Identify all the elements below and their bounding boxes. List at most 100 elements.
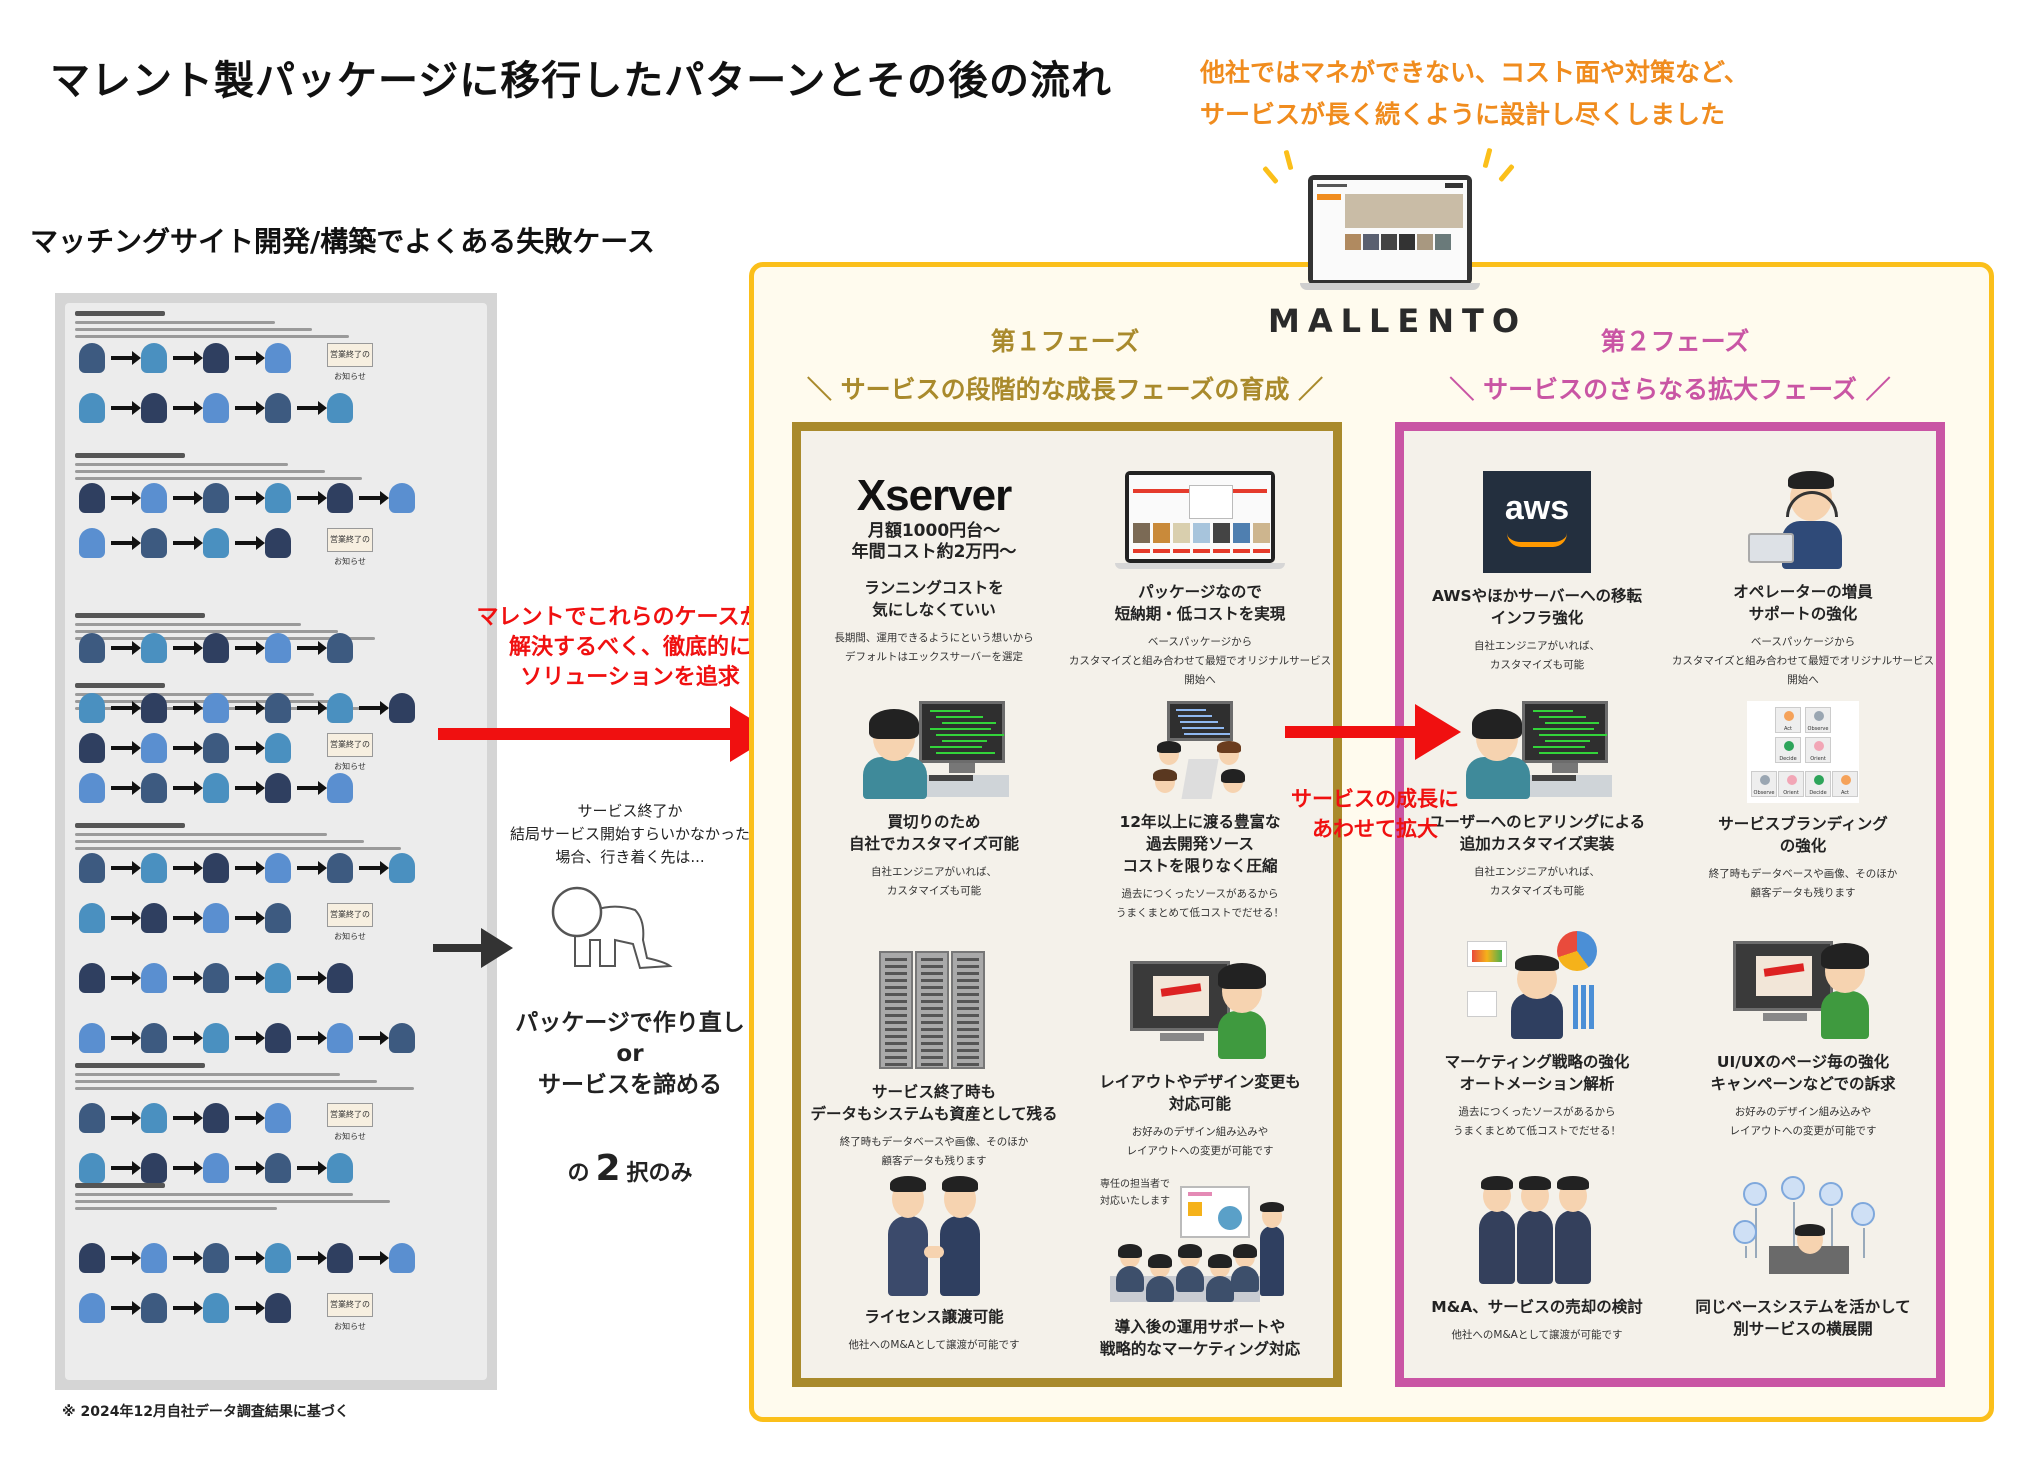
- xserver-price-line: 年間コスト約2万円〜: [851, 542, 1017, 562]
- mini-illustration: [203, 733, 229, 763]
- mini-illustration: [203, 1243, 229, 1273]
- designer-icon: [1733, 931, 1873, 1041]
- solution-line: 解決するべく、徹底的に: [508, 635, 751, 660]
- mini-illustration: [203, 1293, 229, 1323]
- feature-title: ライセンス譲渡可能: [801, 1306, 1067, 1328]
- mini-text-line: [75, 321, 275, 324]
- feature-description: お好みのデザイン組み込みやレイアウトへの変更が可能です: [1067, 1123, 1333, 1161]
- mini-section-heading: [75, 1063, 205, 1068]
- engineer-coding-icon: [859, 701, 1009, 801]
- feature-title-line: コストを限りなく圧縮: [1122, 857, 1278, 875]
- failure-cases-heading: マッチングサイト開発/構築でよくある失敗ケース: [30, 225, 655, 258]
- aws-wordmark: aws: [1504, 489, 1570, 527]
- feature-title: オペレーターの増員サポートの強化: [1670, 581, 1936, 625]
- mini-arrow-icon: [297, 401, 327, 415]
- feature-description-line: レイアウトへの変更が可能です: [1729, 1125, 1877, 1137]
- mini-closure-sign: 営業終了のお知らせ: [327, 343, 373, 381]
- mini-illustration: [389, 483, 415, 513]
- outcome-option: サービスを諦める: [538, 1072, 722, 1098]
- mallento-brand: MALLENTO: [1268, 302, 1528, 340]
- mini-arrow-icon: [111, 1251, 141, 1265]
- feature-title-line: サービスブランディング: [1718, 815, 1888, 833]
- mini-illustration: [389, 693, 415, 723]
- feature-title: M&A、サービスの売却の検討: [1404, 1296, 1670, 1318]
- feature-title-line: 12年以上に渡る豊富な: [1119, 813, 1281, 831]
- mini-illustration: [79, 1103, 105, 1133]
- mini-text-line: [75, 477, 362, 480]
- mini-illustration: [327, 773, 353, 803]
- mini-illustration: [203, 393, 229, 423]
- mini-illustration: [79, 528, 105, 558]
- laptop-package-icon: [1115, 471, 1285, 571]
- mini-text-line: [75, 833, 327, 836]
- mini-text-line: [75, 1200, 390, 1203]
- mini-illustration: [79, 773, 105, 803]
- mini-illustration: [79, 733, 105, 763]
- feature-description-line: 終了時もデータベースや画像、そのほか: [1708, 868, 1898, 880]
- mini-arrow-icon: [235, 1161, 265, 1175]
- mini-illustration: [79, 963, 105, 993]
- mallento-laptop-icon: [1300, 175, 1480, 295]
- xserver-wordmark: Xserver: [856, 471, 1012, 520]
- feature-description: 終了時もデータベースや画像、そのほか顧客データも残ります: [1670, 865, 1936, 903]
- feature-title-line: UI/UXのページ毎の強化: [1716, 1053, 1890, 1071]
- mini-illustration: [265, 733, 291, 763]
- mini-arrow-icon: [111, 491, 141, 505]
- mini-illustration: [265, 853, 291, 883]
- solution-callout: マレントでこれらのケースから 解決するべく、徹底的に ソリューションを追求: [430, 603, 830, 693]
- mini-illustration: [265, 1243, 291, 1273]
- mini-arrow-icon: [111, 911, 141, 925]
- feature-description: 終了時もデータベースや画像、そのほか顧客データも残ります: [801, 1133, 1067, 1171]
- mini-illustration: [265, 963, 291, 993]
- mini-illustration: [79, 1243, 105, 1273]
- mini-text-line: [75, 1073, 340, 1076]
- feature-description: 自社エンジニアがいれば、カスタマイズも可能: [801, 863, 1067, 901]
- mini-illustration: [79, 1023, 105, 1053]
- feature-title-line: 別サービスの横展開: [1733, 1320, 1873, 1338]
- feature-title-line: サポートの強化: [1748, 605, 1858, 623]
- feature-description-line: 自社エンジニアがいれば、: [1474, 866, 1600, 878]
- phase1-feature-card: 12年以上に渡る豊富な過去開発ソースコストを限りなく圧縮過去につくったソースがあ…: [1067, 701, 1333, 923]
- mini-illustration: [203, 1023, 229, 1053]
- mini-arrow-icon: [359, 861, 389, 875]
- mini-arrow-icon: [297, 491, 327, 505]
- feature-title-line: 気にしなくていい: [872, 601, 996, 619]
- mini-section-heading: [75, 683, 165, 688]
- mini-illustration: [389, 1023, 415, 1053]
- mini-arrow-icon: [235, 401, 265, 415]
- mini-arrow-icon: [297, 701, 327, 715]
- mini-illustration: [141, 1293, 167, 1323]
- mini-illustration: [141, 733, 167, 763]
- outcome-choice-number: 2: [595, 1148, 621, 1189]
- mini-illustration: [79, 693, 105, 723]
- xserver-price-line: 月額1000円台〜: [867, 521, 1001, 541]
- mini-arrow-icon: [235, 701, 265, 715]
- feature-description: ベースパッケージからカスタマイズと組み合わせて最短でオリジナルサービス開始へ: [1067, 633, 1333, 690]
- highlight-ray-icon: [1498, 163, 1515, 183]
- feature-description-line: 過去につくったソースがあるから: [1458, 1106, 1616, 1118]
- mini-illustration: [141, 343, 167, 373]
- mini-illustration: [203, 528, 229, 558]
- mini-illustration: [79, 633, 105, 663]
- mini-illustration: [203, 693, 229, 723]
- feature-title-line: AWSやほかサーバーへの移転: [1432, 587, 1642, 605]
- mini-illustration: [141, 903, 167, 933]
- mini-arrow-icon: [111, 781, 141, 795]
- mini-illustration: [79, 483, 105, 513]
- mini-arrow-icon: [359, 491, 389, 505]
- mini-section-heading: [75, 453, 185, 458]
- feature-description-line: デフォルトはエックスサーバーを選定: [844, 651, 1024, 663]
- mini-illustration: [389, 1243, 415, 1273]
- feature-title: 12年以上に渡る豊富な過去開発ソースコストを限りなく圧縮: [1067, 811, 1333, 877]
- mini-illustration: [265, 633, 291, 663]
- phase2-feature-card: aws AWSやほかサーバーへの移転インフラ強化自社エンジニアがいれば、カスタマ…: [1404, 471, 1670, 675]
- feature-title-line: M&A、サービスの売却の検討: [1431, 1298, 1643, 1316]
- mini-illustration: [203, 903, 229, 933]
- mini-arrow-icon: [297, 781, 327, 795]
- mini-illustration: [265, 1293, 291, 1323]
- feature-title-line: ユーザーへのヒアリングによる: [1428, 813, 1646, 831]
- support-note-line: 対応いたします: [1100, 1196, 1170, 1207]
- mini-arrow-icon: [111, 971, 141, 985]
- mini-arrow-icon: [111, 401, 141, 415]
